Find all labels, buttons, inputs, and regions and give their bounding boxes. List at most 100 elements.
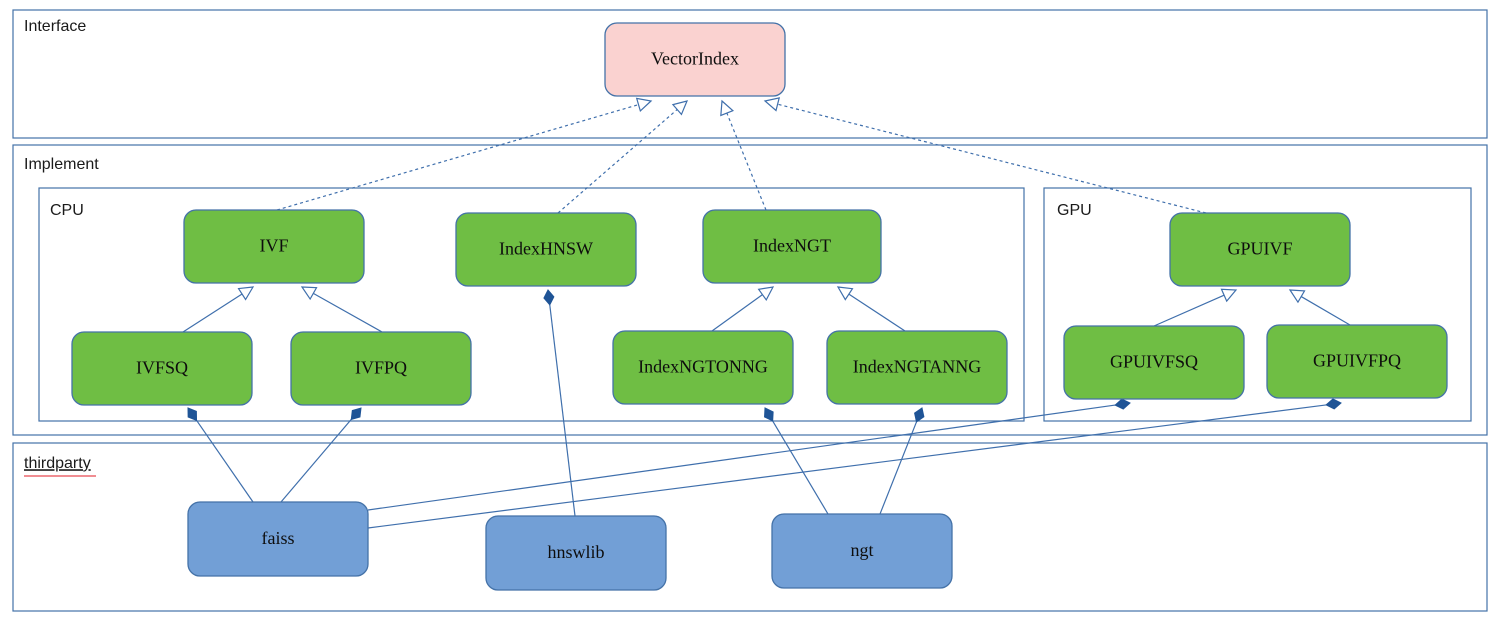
edge-ivfpq-to-ivf: [300, 286, 383, 333]
edge-indexngtanng-to-indexngt: [836, 286, 906, 332]
node-box-gpuivf[interactable]: [1169, 212, 1351, 287]
node-label-vectorindex: VectorIndex: [651, 49, 739, 69]
node-label-indexngtanng: IndexNGTANNG: [853, 357, 982, 377]
node-label-indexngt: IndexNGT: [753, 236, 831, 256]
edge-line: [276, 104, 639, 211]
node-gpuivfpq[interactable]: GPUIVFPQ: [1266, 324, 1448, 399]
edge-line: [280, 419, 352, 503]
node-label-ivfpq: IVFPQ: [355, 358, 407, 378]
filled-diamond-arrowhead: [543, 289, 555, 306]
edge-line: [777, 103, 1207, 214]
group-label-implement: Implement: [24, 156, 99, 173]
node-indexngt[interactable]: IndexNGT: [702, 209, 882, 284]
node-box-indexngtanng[interactable]: [826, 330, 1008, 405]
hollow-triangle-arrowhead: [635, 97, 653, 112]
node-label-hnswlib: hnswlib: [547, 542, 604, 562]
filled-diamond-arrowhead: [187, 407, 198, 422]
filled-diamond-arrowhead: [1114, 398, 1131, 410]
edge-indexngt-to-vectorindex: [720, 99, 767, 211]
filled-diamond-arrowhead: [764, 407, 774, 422]
node-label-gpuivfsq: GPUIVFSQ: [1110, 352, 1198, 372]
node-box-ivfpq[interactable]: [290, 331, 472, 406]
edge-ivf-to-vectorindex: [276, 97, 653, 211]
node-ivfsq[interactable]: IVFSQ: [71, 331, 253, 406]
node-box-ngt[interactable]: [771, 513, 953, 589]
edge-line: [711, 294, 763, 332]
node-label-faiss: faiss: [262, 528, 295, 548]
node-indexngtanng[interactable]: IndexNGTANNG: [826, 330, 1008, 405]
group-label-gpu: GPU: [1057, 202, 1092, 219]
hollow-triangle-arrowhead: [1288, 289, 1306, 304]
node-ngt[interactable]: ngt: [771, 513, 953, 589]
edge-line: [879, 421, 918, 515]
edge-faiss-to-ivfsq: [187, 407, 254, 503]
node-label-indexhnsw: IndexHNSW: [499, 239, 593, 259]
edge-indexngtonng-to-indexngt: [711, 286, 775, 332]
node-box-ivfsq[interactable]: [71, 331, 253, 406]
edge-ivfsq-to-ivf: [182, 286, 255, 333]
edge-line: [182, 293, 243, 333]
edge-faiss-to-ivfpq: [280, 407, 362, 503]
hollow-triangle-arrowhead: [836, 286, 854, 301]
hollow-triangle-arrowhead: [763, 97, 781, 112]
hollow-triangle-arrowhead: [300, 286, 318, 301]
edge-line: [1300, 296, 1351, 326]
edge-hnswlib-to-indexhnsw: [543, 289, 576, 517]
node-label-ivfsq: IVFSQ: [136, 358, 188, 378]
edge-line: [549, 304, 576, 517]
edge-line: [557, 109, 678, 214]
edge-line: [367, 404, 1327, 529]
edges-layer: [182, 97, 1351, 529]
edge-line: [848, 293, 906, 332]
node-box-indexhnsw[interactable]: [455, 212, 637, 287]
edge-line: [772, 420, 829, 515]
edge-line: [313, 292, 383, 333]
group-label-interface: Interface: [24, 18, 86, 35]
edge-gpuivf-to-vectorindex: [763, 97, 1207, 214]
edge-line: [1153, 294, 1225, 327]
node-ivf[interactable]: IVF: [183, 209, 365, 284]
node-box-indexngt[interactable]: [702, 209, 882, 284]
node-box-faiss[interactable]: [187, 501, 369, 577]
group-label-cpu: CPU: [50, 202, 84, 219]
node-box-gpuivfsq[interactable]: [1063, 325, 1245, 400]
filled-diamond-arrowhead: [914, 407, 925, 423]
edge-gpuivfpq-to-gpuivf: [1288, 289, 1351, 326]
node-faiss[interactable]: faiss: [187, 501, 369, 577]
edge-ngt-to-indexngtanng: [879, 407, 925, 515]
node-gpuivfsq[interactable]: GPUIVFSQ: [1063, 325, 1245, 400]
edge-ngt-to-indexngtonng: [764, 407, 829, 515]
filled-diamond-arrowhead: [350, 407, 362, 421]
node-label-ngt: ngt: [850, 540, 873, 560]
node-label-ivf: IVF: [259, 236, 288, 256]
hollow-triangle-arrowhead: [757, 286, 775, 302]
hollow-triangle-arrowhead: [1220, 288, 1238, 303]
hollow-triangle-arrowhead: [671, 100, 689, 116]
node-hnswlib[interactable]: hnswlib: [485, 515, 667, 591]
edge-gpuivfsq-to-gpuivf: [1153, 288, 1238, 327]
node-box-gpuivfpq[interactable]: [1266, 324, 1448, 399]
edge-line: [196, 419, 254, 503]
filled-diamond-arrowhead: [1325, 398, 1342, 410]
node-indexhnsw[interactable]: IndexHNSW: [455, 212, 637, 287]
node-box-ivf[interactable]: [183, 209, 365, 284]
node-label-gpuivfpq: GPUIVFPQ: [1313, 351, 1401, 371]
node-ivfpq[interactable]: IVFPQ: [290, 331, 472, 406]
node-box-hnswlib[interactable]: [485, 515, 667, 591]
edge-indexhnsw-to-vectorindex: [557, 100, 689, 214]
node-box-vectorindex[interactable]: [604, 22, 786, 97]
edge-faiss-to-gpuivfpq: [367, 398, 1342, 529]
hollow-triangle-arrowhead: [237, 286, 255, 301]
node-indexngtonng[interactable]: IndexNGTONNG: [612, 330, 794, 405]
hollow-triangle-arrowhead: [720, 99, 735, 117]
node-label-indexngtonng: IndexNGTONNG: [638, 357, 768, 377]
node-vectorindex[interactable]: VectorIndex: [604, 22, 786, 97]
node-gpuivf[interactable]: GPUIVF: [1169, 212, 1351, 287]
group-label-thirdparty: thirdparty: [24, 455, 91, 472]
node-box-indexngtonng[interactable]: [612, 330, 794, 405]
node-label-gpuivf: GPUIVF: [1227, 239, 1292, 259]
edge-faiss-to-gpuivfsq: [367, 398, 1131, 511]
